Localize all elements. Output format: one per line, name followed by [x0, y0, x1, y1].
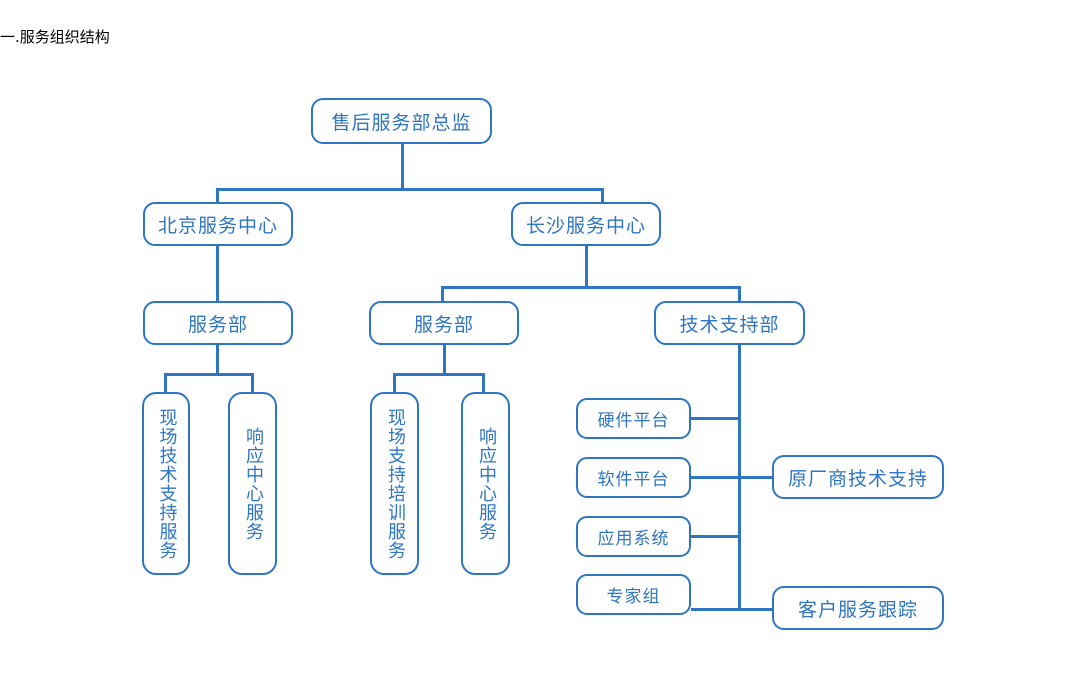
connector-tech-to-oem-support [738, 476, 774, 479]
connector-bj-service-stem [216, 345, 219, 375]
connector-changsha-to-service [441, 286, 444, 301]
node-expert-group[interactable]: 专家组 [576, 574, 691, 615]
connector-root-to-changsha [601, 188, 604, 202]
connector-cs-service-to-leaf1 [393, 373, 396, 393]
node-application-system[interactable]: 应用系统 [576, 516, 691, 557]
connector-tech-to-software [691, 476, 741, 479]
connector-beijing-to-service [216, 246, 219, 301]
connector-cs-service-stem [443, 345, 446, 375]
node-hardware-platform[interactable]: 硬件平台 [576, 398, 691, 439]
node-changsha-service-department[interactable]: 服务部 [369, 301, 519, 345]
connector-tech-to-experts [691, 608, 741, 611]
node-response-center-service-beijing[interactable]: 响应中心服务 [228, 392, 277, 575]
page-title: 一.服务组织结构 [0, 28, 110, 46]
connector-tech-to-customer-tracking [738, 608, 774, 611]
node-oem-technical-support[interactable]: 原厂商技术支持 [772, 455, 944, 499]
connector-tech-to-application [691, 535, 741, 538]
connector-changsha-to-tech [738, 286, 741, 301]
node-onsite-technical-support-service[interactable]: 现场技术支持服务 [142, 392, 190, 575]
connector-bj-service-to-leaf1 [164, 373, 167, 393]
connector-root-stem [401, 144, 404, 191]
node-after-sales-director[interactable]: 售后服务部总监 [311, 98, 492, 144]
node-technical-support-department[interactable]: 技术支持部 [654, 301, 805, 345]
node-customer-service-tracking[interactable]: 客户服务跟踪 [772, 586, 944, 630]
node-onsite-support-training-service[interactable]: 现场支持培训服务 [370, 392, 419, 575]
connector-root-bus [216, 188, 604, 191]
connector-changsha-bus [441, 286, 741, 289]
node-beijing-service-department[interactable]: 服务部 [143, 301, 293, 345]
node-response-center-service-changsha[interactable]: 响应中心服务 [461, 392, 510, 575]
node-changsha-service-center[interactable]: 长沙服务中心 [511, 202, 661, 246]
connector-tech-to-hardware [691, 417, 741, 420]
connector-cs-service-bus [393, 373, 485, 376]
connector-changsha-stem [585, 246, 588, 288]
connector-bj-service-to-leaf2 [251, 373, 254, 393]
connector-cs-service-to-leaf2 [482, 373, 485, 393]
connector-root-to-beijing [216, 188, 219, 202]
node-software-platform[interactable]: 软件平台 [576, 457, 691, 498]
node-beijing-service-center[interactable]: 北京服务中心 [143, 202, 293, 246]
connector-bj-service-bus [164, 373, 254, 376]
